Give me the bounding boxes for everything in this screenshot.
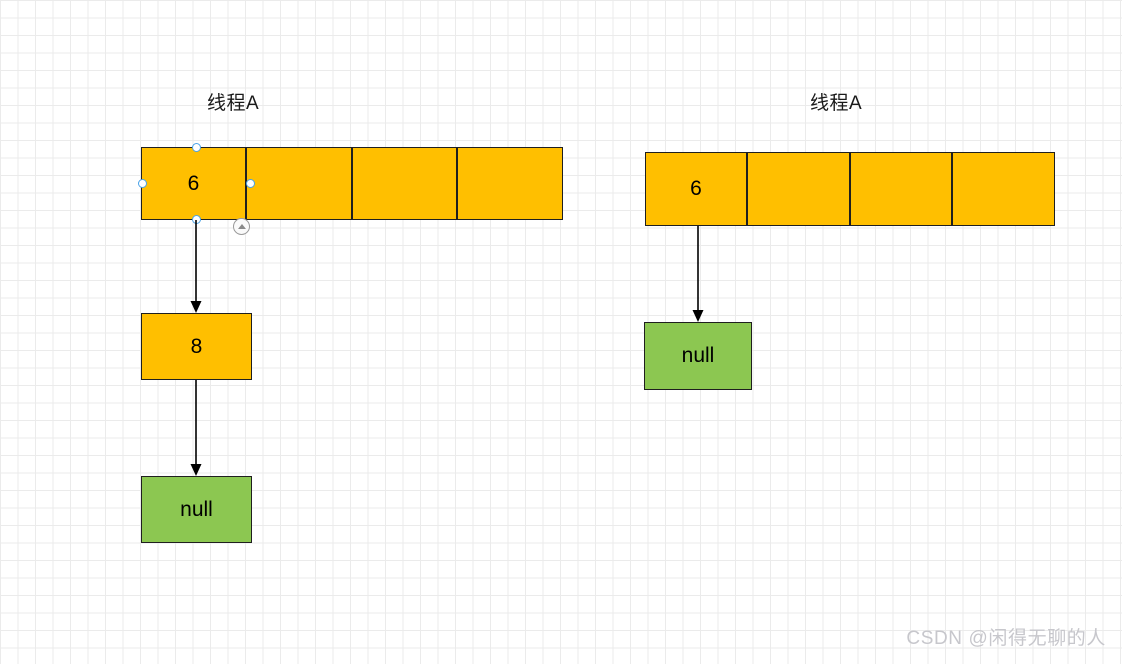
triangle-up-glyph: [237, 224, 246, 229]
left-array-cell-2[interactable]: [352, 147, 457, 220]
right-array-row[interactable]: 6: [645, 152, 1055, 226]
left-array-row[interactable]: 6: [141, 147, 563, 220]
left-thread-title: 线程A: [207, 93, 260, 114]
collapse-triangle-icon[interactable]: [233, 218, 250, 235]
selection-handle-left[interactable]: [138, 179, 147, 188]
left-node-null[interactable]: null: [141, 476, 252, 543]
right-array-cell-2[interactable]: [850, 152, 952, 226]
right-array-cell-3[interactable]: [952, 152, 1055, 226]
selection-handle-top[interactable]: [192, 143, 201, 152]
right-thread-title: 线程A: [810, 93, 863, 114]
left-array-cell-3[interactable]: [457, 147, 563, 220]
left-array-cell-1[interactable]: [246, 147, 352, 220]
right-array-cell-1[interactable]: [747, 152, 850, 226]
right-node-null[interactable]: null: [644, 322, 752, 390]
csdn-watermark: CSDN @闲得无聊的人: [906, 628, 1106, 649]
selection-handle-right[interactable]: [246, 179, 255, 188]
left-array-cell-0[interactable]: 6: [141, 147, 246, 220]
left-node-8[interactable]: 8: [141, 313, 252, 380]
right-array-cell-0[interactable]: 6: [645, 152, 747, 226]
